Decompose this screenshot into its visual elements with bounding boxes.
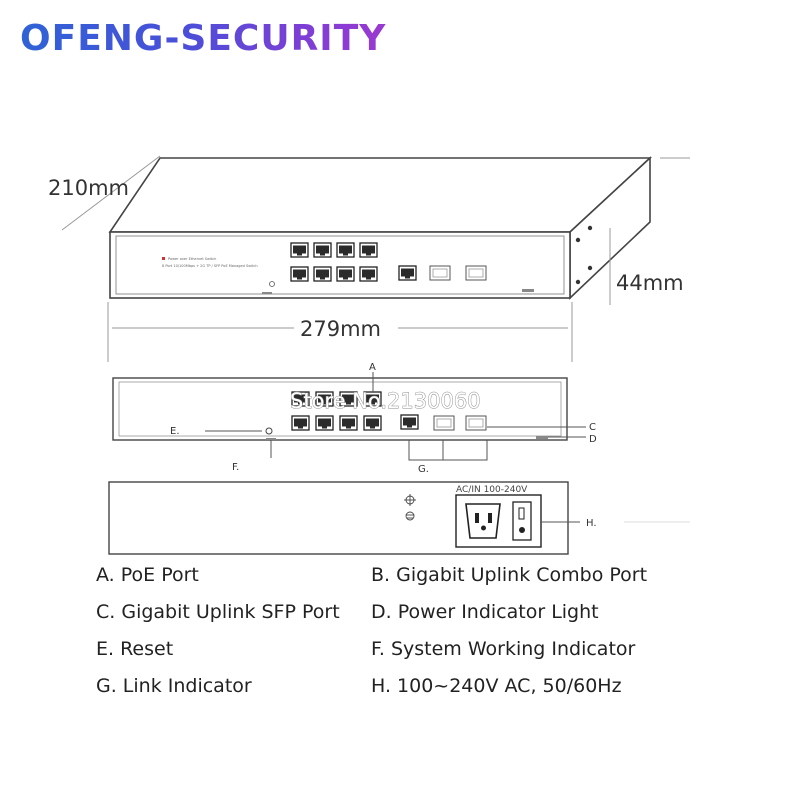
depth-label: 210mm [48, 176, 129, 200]
legend-item-d: D. Power Indicator Light [371, 601, 599, 623]
height-label: 44mm [616, 271, 684, 295]
brand-title: OFENG-SECURITY [20, 18, 387, 59]
legend-item-f: F. System Working Indicator [371, 638, 636, 660]
sfp-port-front-2 [465, 415, 487, 431]
callout-h: H. [586, 518, 597, 529]
rear-panel [108, 481, 690, 555]
store-watermark: Store No.2130060 [290, 389, 481, 413]
legend-item-a: A. PoE Port [96, 564, 199, 586]
callout-c: C [589, 422, 596, 433]
power-input-label: AC/IN 100-240V [456, 485, 528, 495]
callout-a: A [369, 362, 376, 373]
sfp-port-3d-2 [465, 265, 487, 281]
sfp-port-front-1 [433, 415, 455, 431]
switch-3d-view: Power over Ethernet Switch 8 Port 10/100… [108, 156, 653, 300]
dimension-lines [61, 155, 690, 362]
callout-d: D [589, 434, 597, 445]
callout-e: E. [170, 426, 180, 437]
callout-g: G. [418, 464, 429, 475]
combo-port-front [400, 414, 419, 430]
front-panel-title: Power over Ethernet Switch [168, 257, 216, 261]
front-panel-subtitle: 8 Port 10/100Mbps + 2G TP / SFP PoE Mana… [162, 264, 258, 268]
sfp-port-3d-1 [429, 265, 451, 281]
front-panel [112, 372, 586, 461]
legend-item-c: C. Gigabit Uplink SFP Port [96, 601, 340, 623]
legend-item-g: G. Link Indicator [96, 675, 252, 697]
legend-item-b: B. Gigabit Uplink Combo Port [371, 564, 648, 586]
width-label: 279mm [300, 317, 381, 341]
legend-item-h: H. 100~240V AC, 50/60Hz [371, 675, 622, 697]
legend-item-e: E. Reset [96, 638, 174, 660]
callout-f: F. [232, 462, 239, 473]
combo-port-3d [398, 265, 417, 281]
